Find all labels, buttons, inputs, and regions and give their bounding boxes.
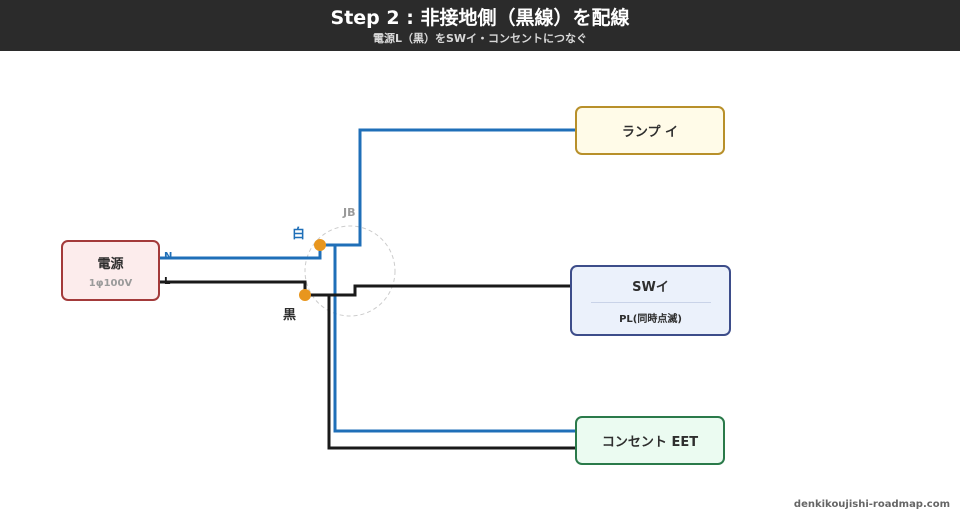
black-connector-label: 黒	[283, 308, 297, 323]
white-connector	[314, 239, 326, 251]
junction-box-outline	[304, 225, 396, 317]
footer-site: denkikoujishi-roadmap.com	[793, 499, 950, 510]
black-wire-switch	[305, 284, 571, 297]
white-wire-lamp	[320, 128, 576, 247]
black-connector	[299, 289, 311, 301]
white-connector-label: 白	[292, 227, 306, 242]
junction-box-label: JB	[343, 206, 356, 219]
terminal-l-label: L	[164, 276, 171, 287]
page-subtitle: 電源L（黒）をSWイ・コンセントにつなぐ	[372, 32, 588, 45]
power-source-title: 電源	[97, 256, 124, 272]
switch-box: SWイ PL(同時点滅)	[570, 265, 731, 336]
black-wire-outlet	[305, 293, 576, 450]
header-bar: Step 2 : 非接地側（黒線）を配線 電源L（黒）をSWイ・コンセントにつな…	[0, 0, 960, 51]
page-title: Step 2 : 非接地側（黒線）を配線	[330, 7, 630, 29]
black-wire-source	[160, 280, 307, 295]
white-wire-source	[160, 245, 322, 260]
white-wire-outlet	[320, 243, 576, 433]
outlet-title: コンセント EET	[601, 435, 699, 450]
power-source-spec: 1φ100V	[88, 277, 133, 289]
terminal-n-label: N	[164, 251, 173, 262]
switch-title: SWイ	[632, 280, 669, 295]
wiring-diagram	[160, 128, 576, 450]
power-source-box: 電源 1φ100V	[61, 240, 160, 301]
lamp-title: ランプ イ	[621, 125, 679, 140]
lamp-box: ランプ イ	[575, 106, 725, 155]
switch-subtitle: PL(同時点滅)	[619, 314, 682, 325]
outlet-box: コンセント EET	[575, 416, 725, 465]
switch-divider	[590, 302, 711, 303]
